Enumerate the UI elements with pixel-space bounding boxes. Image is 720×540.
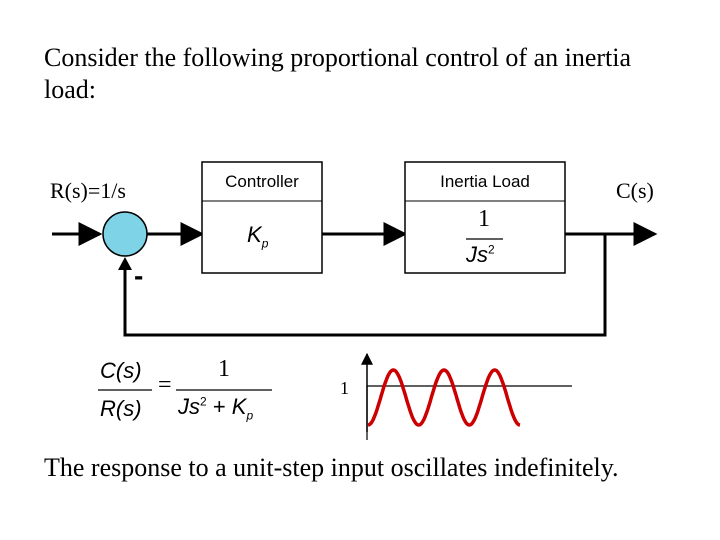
feedback-arrowhead [118, 257, 132, 270]
summing-minus-sign: - [134, 260, 144, 291]
tf-lhs-numerator: C(s) [100, 358, 142, 383]
plant-block [404, 161, 566, 274]
tf-rhs-denominator: Js2 + Kp [178, 394, 254, 423]
output-signal-label: C(s) [616, 178, 654, 203]
plot-y-label: 1 [340, 378, 349, 398]
tf-equals: = [158, 372, 172, 398]
oscillation-curve [367, 368, 521, 427]
plant-numerator: 1 [478, 206, 490, 232]
controller-title: Controller [225, 172, 299, 191]
tf-lhs-denominator: R(s) [100, 396, 142, 421]
summing-junction [102, 211, 148, 257]
tf-rhs-numerator: 1 [218, 356, 230, 382]
outro-text: The response to a unit-step input oscill… [44, 453, 619, 482]
controller-gain: Kp [247, 222, 269, 251]
plant-title: Inertia Load [440, 172, 530, 191]
intro-text: Consider the following proportional cont… [44, 43, 632, 104]
plant-denominator: Js2 [466, 242, 495, 267]
feedback-path [123, 234, 607, 337]
input-signal-label: R(s)=1/s [50, 178, 126, 203]
controller-block [201, 161, 323, 274]
